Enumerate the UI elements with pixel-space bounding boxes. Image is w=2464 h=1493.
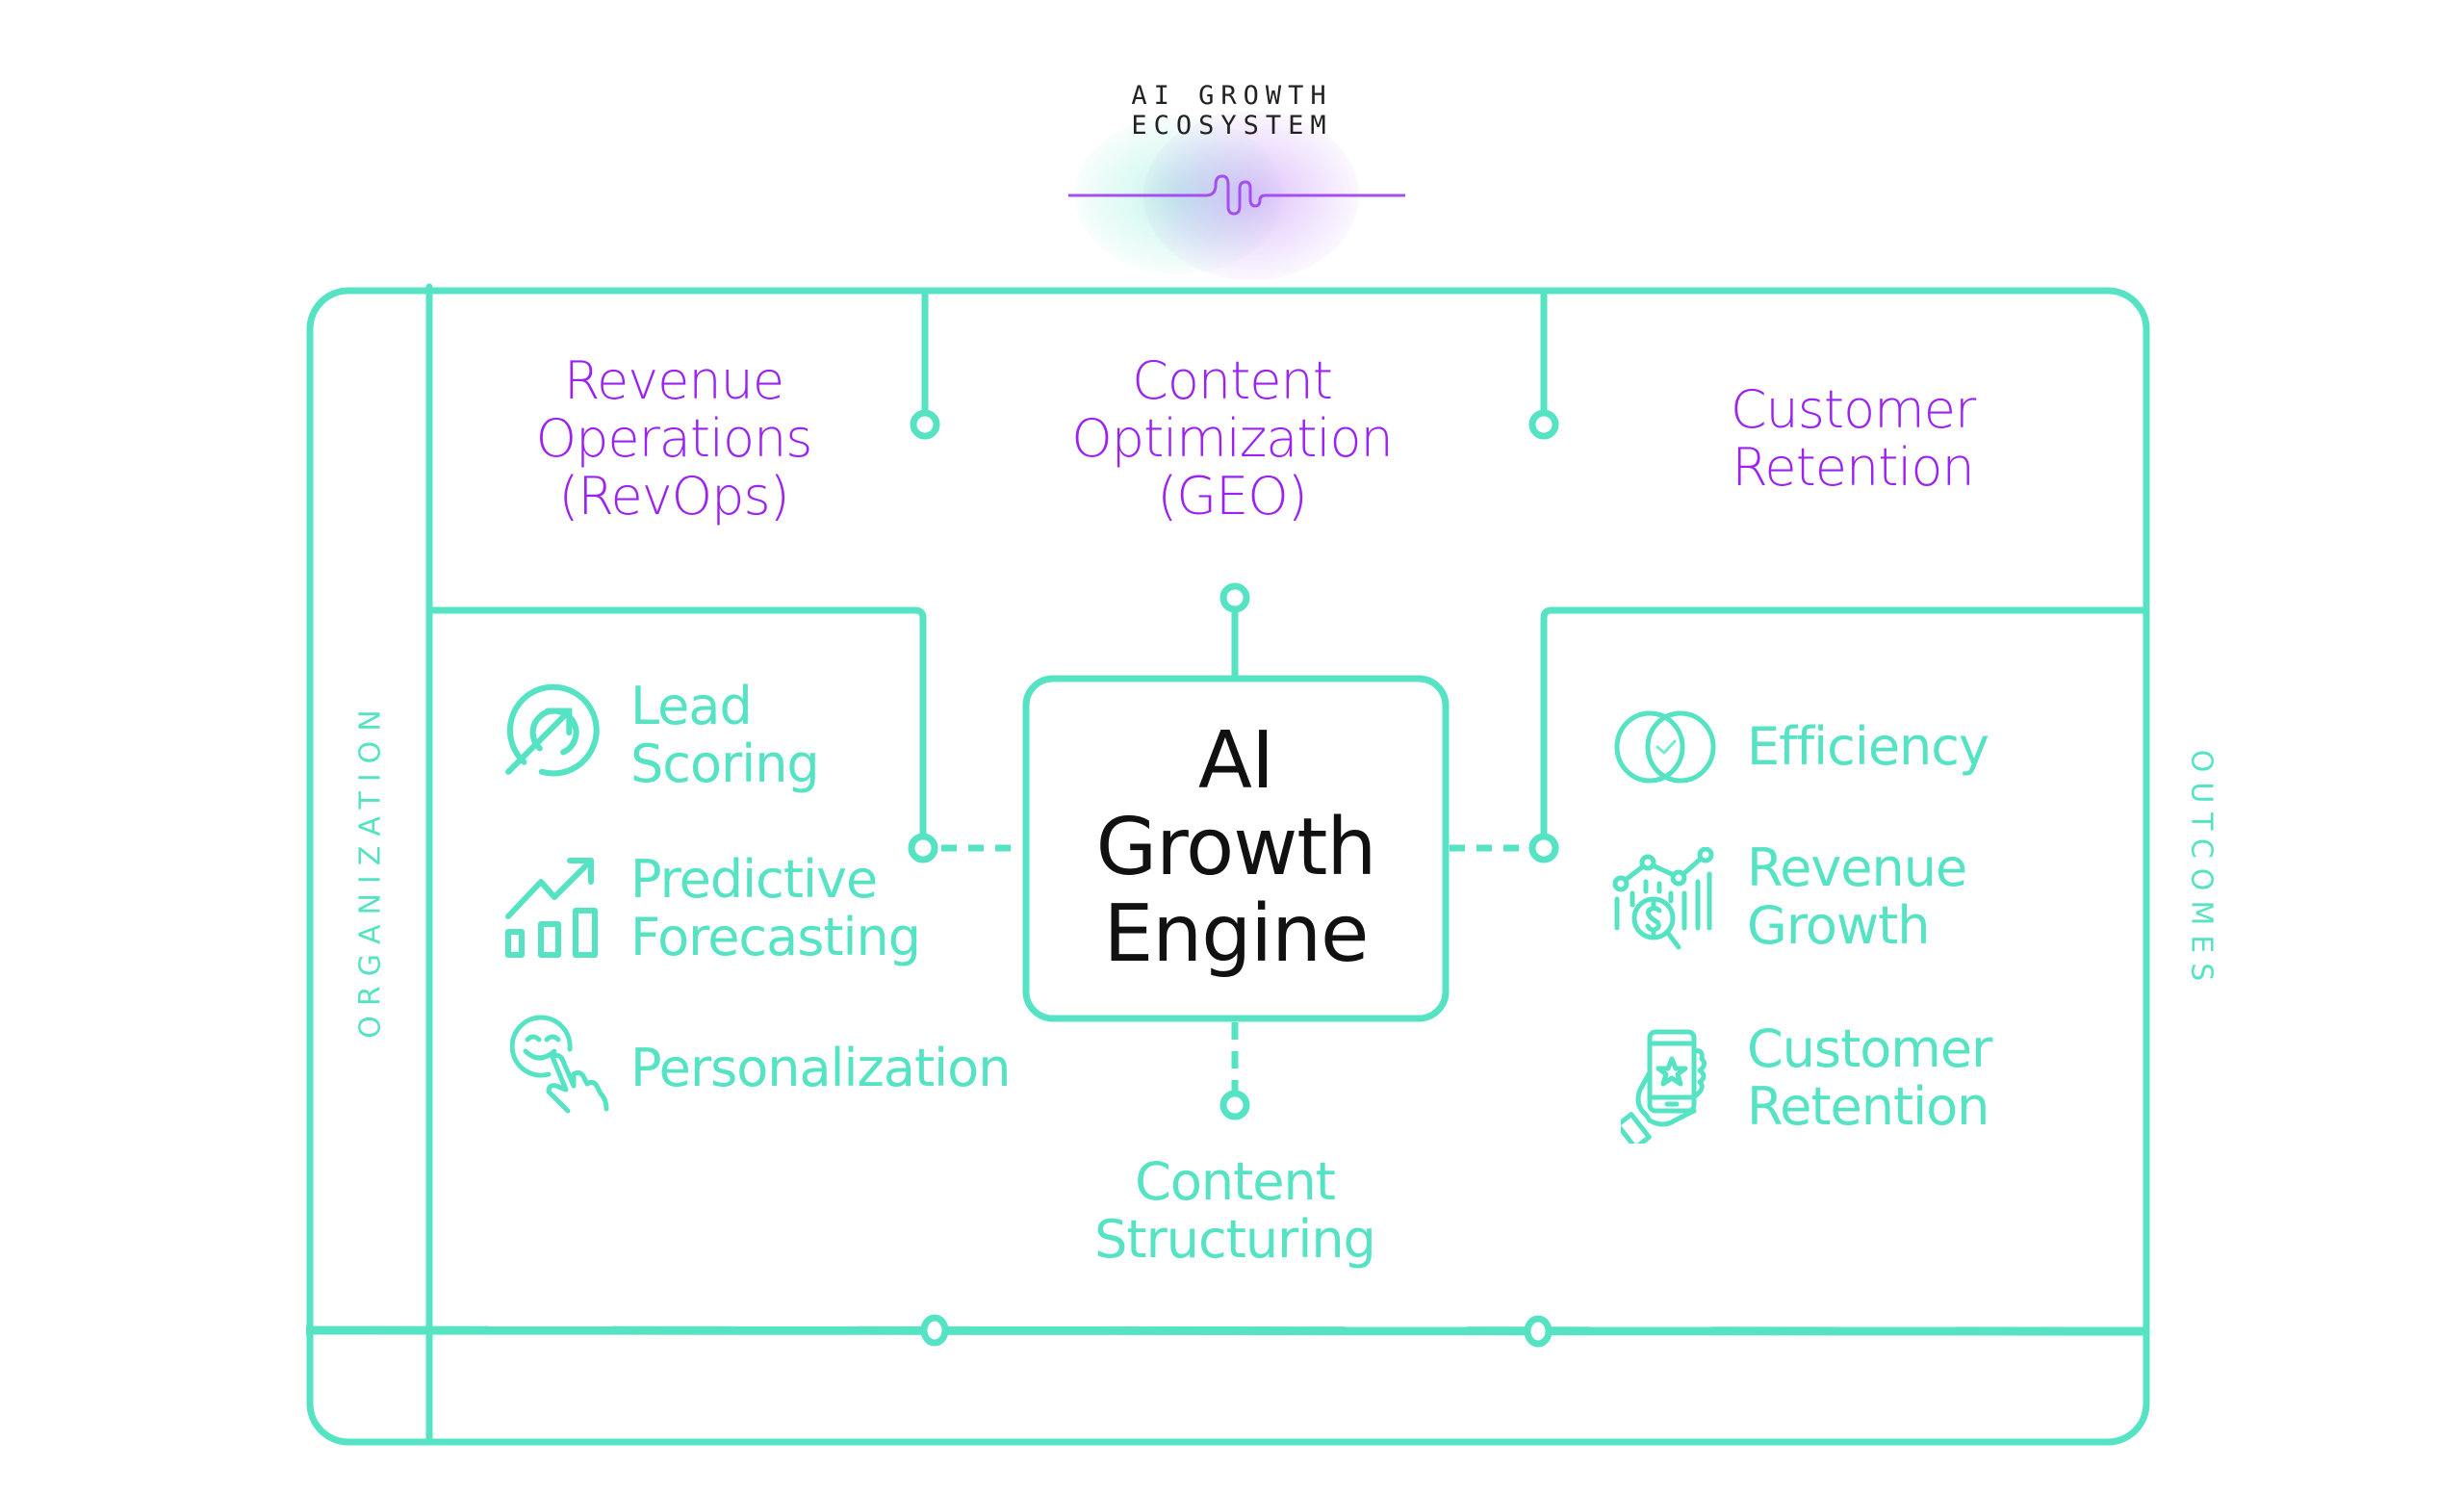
engine-line: Engine <box>1103 888 1369 980</box>
bottom-node-left <box>920 1314 949 1347</box>
category-customer-retention: Customer Retention <box>1660 381 2045 497</box>
bottom-node-right <box>1524 1315 1553 1348</box>
engine-bottom-node <box>1219 1090 1250 1120</box>
category-revops: Revenue Operations (RevOps) <box>481 352 866 526</box>
personalization-label: Personalization <box>630 1038 1011 1098</box>
item-line: Forecasting <box>630 907 921 967</box>
item-line: Predictive <box>630 849 878 910</box>
revenue-analytics-icon <box>1612 847 1714 950</box>
category-line: Customer <box>1730 379 1976 440</box>
efficiency-label: Efficiency <box>1747 718 1989 776</box>
category-line: Optimization <box>1071 408 1393 469</box>
engine-line: AI <box>1197 715 1274 807</box>
left-engine-node <box>908 833 938 863</box>
item-line: Content <box>1135 1151 1336 1212</box>
content-structuring-label: Content Structuring <box>1042 1153 1427 1269</box>
category-line: Revenue <box>563 350 784 411</box>
item-line: Growth <box>1747 895 1930 956</box>
outcomes-label: OUTCOMES <box>2184 749 2219 991</box>
item-line: Structuring <box>1094 1209 1376 1270</box>
outer-frame <box>306 287 2150 1446</box>
item-line: Efficiency <box>1747 716 1989 777</box>
waveform-line <box>1068 174 1405 216</box>
right-divider <box>1540 606 2150 839</box>
bottom-divider <box>305 1326 2149 1336</box>
lead-scoring-label: Lead Scoring <box>630 676 820 794</box>
category-line: (GEO) <box>1157 466 1308 527</box>
diagram-title: AI GROWTH ECOSYSTEM <box>1131 81 1333 141</box>
item-line: Customer <box>1747 1018 1992 1079</box>
category-line: Retention <box>1732 437 1974 498</box>
category-line: Operations <box>535 408 813 469</box>
target-arrow-icon <box>505 683 600 777</box>
right-engine-node <box>1528 833 1559 863</box>
item-line: Retention <box>1747 1076 1989 1137</box>
top-node-left <box>910 409 940 440</box>
top-node-right <box>1528 409 1559 440</box>
revenue-growth-label: Revenue Growth <box>1747 837 1967 956</box>
growth-chart-icon <box>505 858 598 958</box>
engine-title: AI Growth Engine <box>1026 718 1446 978</box>
phone-star-icon <box>1621 1029 1707 1144</box>
left-divider <box>425 606 927 839</box>
category-line: (RevOps) <box>558 466 789 527</box>
engine-top-node <box>1219 582 1250 613</box>
item-line: Personalization <box>630 1038 1011 1098</box>
item-line: Scoring <box>630 734 820 794</box>
item-line: Lead <box>630 676 753 736</box>
customer-retention-outcome-label: Customer Retention <box>1747 1018 1992 1137</box>
organization-label: ORGANIZATION <box>353 700 388 1039</box>
predictive-forecasting-label: Predictive Forecasting <box>630 849 921 967</box>
item-line: Revenue <box>1747 837 1967 898</box>
smiley-touch-icon <box>510 1015 609 1114</box>
engine-line: Growth <box>1095 802 1377 893</box>
category-line: Content <box>1132 350 1333 411</box>
category-content-optimization: Content Optimization (GEO) <box>1030 352 1434 526</box>
venn-check-icon <box>1614 710 1716 784</box>
waveform-glow-icon <box>1068 111 1405 280</box>
